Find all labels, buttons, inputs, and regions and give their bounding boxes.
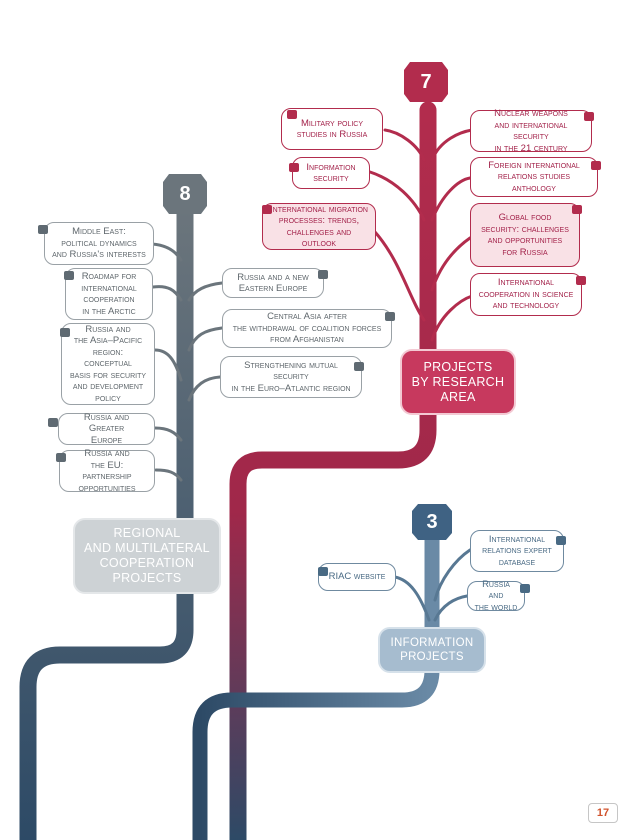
information-count-badge: 3: [412, 504, 452, 540]
regional-item-tab: [318, 270, 328, 279]
information-item-tab: [520, 584, 530, 593]
regional-item-arctic-roadmap[interactable]: Roadmap for international cooperation in…: [65, 268, 153, 320]
regional-item-asia-pacific[interactable]: Russia and the Asia–Pacific region: conc…: [61, 323, 155, 405]
research-hub[interactable]: PROJECTS BY RESEARCH AREA: [400, 349, 516, 415]
regional-item-central-asia[interactable]: Central Asia after the withdrawal of coa…: [222, 309, 392, 348]
hexagon-shape: [412, 504, 452, 540]
research-count-badge: 7: [404, 62, 448, 102]
regional-item-tab: [56, 453, 66, 462]
research-item-tab: [572, 205, 582, 214]
regional-item-tab: [60, 328, 70, 337]
information-item-tab: [556, 536, 566, 545]
research-item-information-security[interactable]: Information security: [292, 157, 370, 189]
research-item-tab: [584, 112, 594, 121]
research-item-science-cooperation[interactable]: International cooperation in science and…: [470, 273, 582, 316]
information-item-russia-and-world[interactable]: Russia and the world: [467, 579, 525, 613]
bottom-bands: [20, 655, 170, 840]
research-item-international-migration[interactable]: International migration processes: trend…: [262, 203, 376, 250]
information-item-expert-database[interactable]: International relations expert database: [470, 530, 564, 572]
page-number: 17: [588, 803, 618, 823]
regional-item-eastern-europe[interactable]: Russia and a new Eastern Europe: [222, 268, 324, 298]
research-trunk: [229, 101, 474, 840]
information-item-riac-website[interactable]: RIAC website: [318, 563, 396, 591]
hexagon-shape: [163, 174, 207, 214]
regional-item-tab: [38, 225, 48, 234]
information-hub[interactable]: INFORMATION PROJECTS: [378, 627, 486, 673]
research-item-tab: [287, 110, 297, 119]
research-item-tab: [576, 276, 586, 285]
research-item-nuclear-weapons[interactable]: Nuclear weapons and international securi…: [470, 108, 592, 154]
research-item-foreign-relations[interactable]: Foreign international relations studies …: [470, 157, 598, 197]
research-item-global-food-security[interactable]: Global food security: challenges and opp…: [470, 203, 580, 267]
regional-hub[interactable]: REGIONAL AND MULTILATERAL COOPERATION PR…: [73, 518, 221, 594]
research-item-tab: [591, 161, 601, 170]
information-trunk: [192, 527, 472, 840]
regional-item-tab: [385, 312, 395, 321]
regional-item-tab: [354, 362, 364, 371]
research-item-tab: [289, 163, 299, 172]
hexagon-shape: [404, 62, 448, 102]
regional-item-greater-europe[interactable]: Russia and Greater Europe: [58, 412, 155, 446]
research-item-tab: [262, 205, 272, 214]
regional-item-euro-atlantic[interactable]: Strengthening mutual security in the Eur…: [220, 356, 362, 398]
information-item-tab: [318, 567, 328, 576]
regional-item-middle-east[interactable]: Middle East: political dynamics and Russ…: [44, 222, 154, 265]
regional-item-russia-eu[interactable]: Russia and the EU: partnership opportuni…: [59, 448, 155, 494]
regional-trunk: [19, 201, 224, 840]
regional-item-tab: [48, 418, 58, 427]
regional-count-badge: 8: [163, 174, 207, 214]
research-item-military-policy[interactable]: Military policy studies in Russia: [281, 108, 383, 150]
regional-item-tab: [64, 271, 74, 280]
